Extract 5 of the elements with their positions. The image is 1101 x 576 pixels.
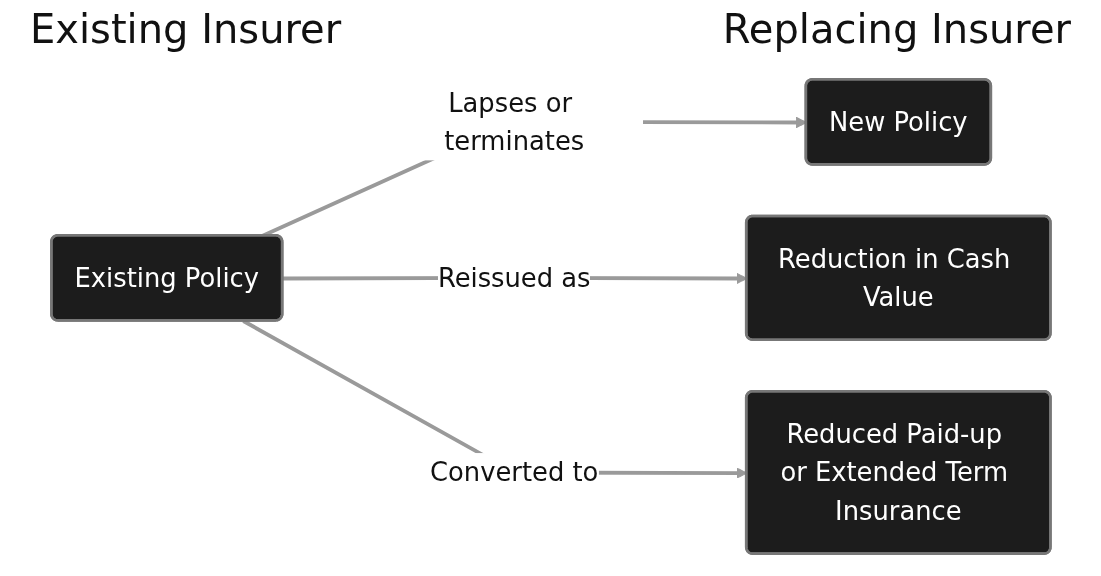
column-heading: Existing Insurer bbox=[30, 6, 342, 54]
edge-label: Converted to bbox=[429, 456, 598, 488]
edge-label: Lapses or terminates bbox=[443, 86, 584, 157]
edge-label: Reissued as bbox=[437, 261, 591, 293]
column-heading: Replacing Insurer bbox=[722, 6, 1071, 54]
